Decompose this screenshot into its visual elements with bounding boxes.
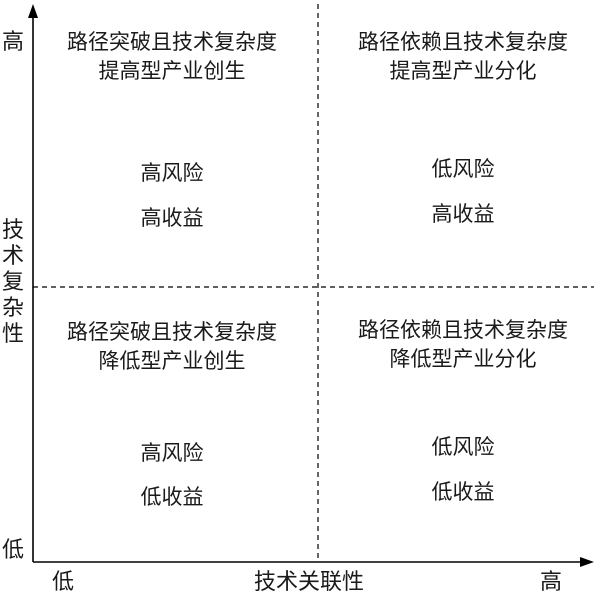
y-axis-arrow-icon bbox=[28, 4, 38, 18]
quadrant-bottom-left-title: 路径突破且技术复杂度 降低型产业创生 bbox=[67, 320, 277, 373]
quadrant-top-right-return: 高收益 bbox=[431, 202, 495, 226]
quadrant-top-right-title: 路径依赖且技术复杂度 提高型产业分化 bbox=[358, 30, 568, 83]
y-axis-high-label: 高 bbox=[2, 30, 25, 55]
quadrant-bottom-left-return: 低收益 bbox=[140, 485, 204, 509]
quadrant-bottom-right-risk: 低风险 bbox=[431, 435, 495, 459]
quadrant-bottom-right-return: 低收益 bbox=[431, 480, 495, 504]
y-axis-title: 技术复杂性 bbox=[2, 218, 25, 347]
x-axis-title: 技术关联性 bbox=[254, 570, 365, 595]
x-axis-high-label: 高 bbox=[540, 570, 563, 595]
y-axis-low-label: 低 bbox=[2, 538, 25, 563]
quadrant-top-left-title: 路径突破且技术复杂度 提高型产业创生 bbox=[67, 30, 277, 83]
quadrant-top-left-risk: 高风险 bbox=[140, 161, 204, 185]
x-axis-arrow-icon bbox=[580, 557, 594, 567]
quadrant-bottom-left-risk: 高风险 bbox=[140, 441, 204, 465]
quadrant-top-right-risk: 低风险 bbox=[431, 157, 495, 181]
x-axis-low-label: 低 bbox=[52, 570, 75, 595]
quadrant-bottom-right-title: 路径依赖且技术复杂度 降低型产业分化 bbox=[358, 318, 568, 371]
quadrant-top-left-return: 高收益 bbox=[140, 206, 204, 230]
